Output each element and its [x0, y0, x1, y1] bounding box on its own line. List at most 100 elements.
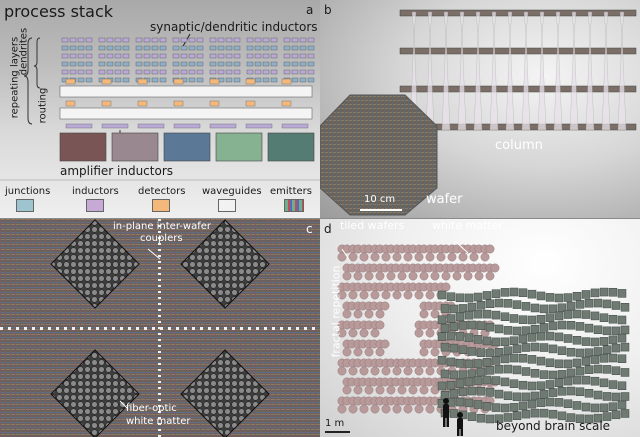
- block-cube: [437, 290, 447, 300]
- coupler-mark: [264, 327, 267, 330]
- synaptic-cell: [233, 69, 241, 75]
- wafer-tile: [348, 282, 363, 300]
- coupler-mark: [158, 381, 161, 383]
- beyond-brain-scale-blocks: [437, 287, 630, 424]
- block-cube: [584, 389, 594, 398]
- block-cube: [581, 337, 591, 346]
- synaptic-cell: [85, 69, 93, 75]
- wafer-tile: [375, 301, 390, 319]
- block-cube: [482, 309, 492, 319]
- coupler-mark: [272, 327, 275, 330]
- inductor-strip: [137, 123, 165, 129]
- synaptic-cell: [307, 61, 315, 67]
- synaptic-cell: [135, 53, 143, 59]
- person-silhouette: [457, 412, 463, 436]
- coupler-mark: [144, 327, 147, 330]
- amplifier-block: [163, 132, 211, 162]
- block-cube: [458, 304, 468, 313]
- block-cube: [530, 303, 540, 313]
- synaptic-cell: [180, 37, 188, 43]
- synaptic-cell: [233, 37, 241, 43]
- synaptic-cell: [209, 53, 217, 59]
- block-cube: [473, 359, 483, 368]
- coupler-marks: [0, 219, 315, 437]
- synaptic-cell: [85, 61, 93, 67]
- block-cube: [500, 288, 510, 297]
- synaptic-cell: [246, 61, 254, 67]
- block-cube: [554, 293, 564, 303]
- coupler-mark: [158, 219, 161, 221]
- amplifier-inductor-blocks: [59, 132, 315, 162]
- wafer-tile: [403, 396, 418, 414]
- block-cube: [554, 311, 564, 321]
- wafer-tile: [348, 396, 363, 414]
- coupler-mark: [158, 351, 161, 353]
- block-cube: [602, 392, 612, 401]
- fiber-column: [601, 11, 611, 131]
- synaptic-cell: [188, 77, 196, 83]
- inductor-strip: [245, 123, 273, 129]
- wafer-tile: [375, 263, 390, 281]
- block-cube: [593, 390, 603, 400]
- block-cube: [509, 403, 519, 412]
- synaptic-cell: [159, 69, 167, 75]
- fiber-column: [505, 11, 515, 131]
- block-cube: [617, 354, 627, 363]
- synaptic-cell: [225, 53, 233, 59]
- block-cube: [617, 315, 627, 325]
- fiber-label-line2: white matter: [126, 416, 191, 427]
- block-cube: [599, 354, 609, 363]
- block-cube: [500, 354, 510, 364]
- synaptic-cell: [122, 69, 130, 75]
- column-stack: [399, 9, 637, 131]
- block-cube: [467, 412, 477, 421]
- synaptic-cell: [254, 37, 262, 43]
- tiled-pointer: [341, 248, 351, 262]
- block-cube: [437, 381, 447, 391]
- coupler-mark: [128, 327, 131, 330]
- synaptic-cell: [143, 69, 151, 75]
- coupler-mark: [200, 327, 203, 330]
- wafer-tile: [337, 320, 352, 338]
- wafer-tile: [370, 320, 385, 338]
- block-cube: [527, 333, 537, 342]
- synaptic-cell: [225, 77, 233, 83]
- block-cube: [518, 334, 528, 344]
- block-cube: [566, 413, 576, 422]
- wafer-tile: [408, 263, 423, 281]
- block-cube: [512, 326, 522, 336]
- synaptic-cell: [270, 53, 278, 59]
- block-cube: [539, 323, 549, 332]
- synaptic-cell: [217, 45, 225, 51]
- column-wafer-edge: [399, 47, 637, 55]
- block-cube: [611, 326, 621, 336]
- block-cube: [485, 414, 495, 424]
- block-cube: [449, 409, 459, 418]
- block-cube: [539, 343, 549, 352]
- coupler-mark: [158, 315, 161, 317]
- synaptic-cell: [262, 69, 270, 75]
- coupler-mark: [158, 291, 161, 293]
- wafer-tile: [430, 263, 445, 281]
- coupler-mark: [158, 303, 161, 305]
- block-cube: [554, 332, 564, 342]
- dendrites-brace: [33, 37, 41, 89]
- block-cube: [536, 381, 546, 390]
- block-cube: [509, 379, 519, 388]
- wafer-tile: [342, 263, 357, 281]
- wafer-tile: [425, 396, 440, 414]
- coupler-mark: [158, 357, 161, 359]
- wafer-tile: [381, 358, 396, 376]
- synaptic-cell: [180, 69, 188, 75]
- coupler-mark: [280, 327, 283, 330]
- block-cube: [509, 353, 519, 363]
- coupler-diagram: [0, 219, 320, 437]
- block-cube: [491, 310, 501, 320]
- wafer-tile: [425, 358, 440, 376]
- block-cube: [563, 399, 573, 408]
- panel-a-letter: a: [306, 3, 314, 17]
- synaptic-cell: [283, 69, 291, 75]
- legend-inductors-label: inductors: [72, 186, 119, 197]
- coupler-mark: [288, 327, 291, 330]
- coupler-mark: [158, 339, 161, 341]
